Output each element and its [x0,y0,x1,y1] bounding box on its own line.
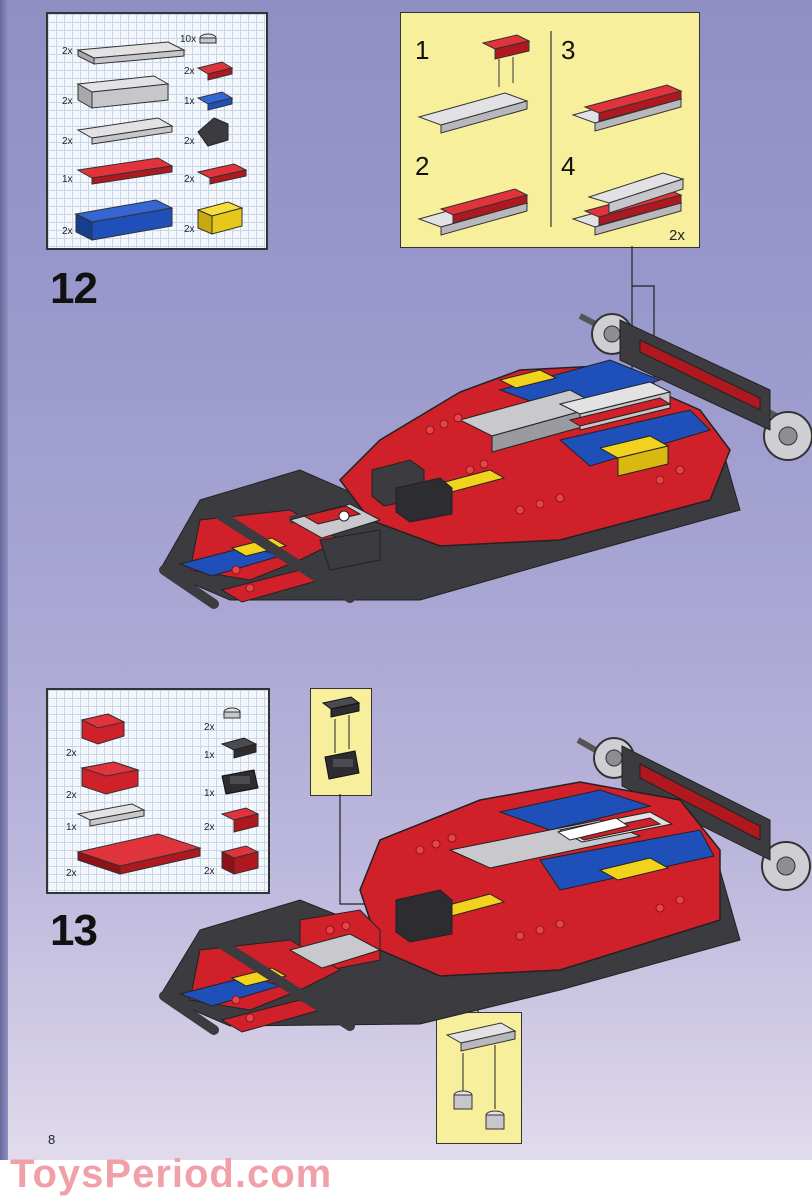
round-plate-illustration [445,1022,517,1130]
rear-axle [576,737,811,891]
brick-yellow-1x2 [196,201,244,235]
part-qty: 10x [180,34,197,45]
subassembly-callout: 1 2 3 4 2x [400,12,700,248]
plate-black-1x2 [220,737,258,759]
plate-gray-1x6 [76,117,174,145]
parts-illustration [74,33,248,241]
part-qty: 2x [204,822,215,833]
part-qty: 2x [62,96,73,107]
round-plate-callout [436,1012,522,1144]
part-qty: 2x [184,174,195,185]
wedge-red [80,761,140,795]
watermark: ToysPeriod.com [10,1152,333,1196]
subassembly-illustration [417,31,685,236]
plate-red-4x6 [76,833,202,875]
brick-red-1x2 [220,807,260,833]
part-qty: 2x [184,224,195,235]
bracket-black [221,769,259,795]
part-qty: 1x [62,174,73,185]
part-qty: 2x [66,748,77,759]
step-number: 13 [50,906,98,955]
bracket-illustration [321,696,361,780]
brick-gray-1x4 [76,75,170,109]
round-plate-gray [223,707,241,719]
footer-bar [0,1160,812,1204]
step-number: 12 [50,264,98,313]
slope-black [197,117,229,147]
part-qty: 1x [66,822,77,833]
substep-label: 1 [415,35,430,65]
rear-axle [578,313,812,461]
part-qty: 2x [62,136,73,147]
plate-gray-1x4 [76,803,146,827]
part-qty: 2x [62,226,73,237]
brick-red-1x2 [220,845,260,875]
plate-gray-1x4 [76,41,186,65]
scan-edge [0,0,8,1160]
part-qty: 2x [62,46,73,57]
part-qty: 2x [66,868,77,879]
brick-blue-1x6 [74,199,174,241]
plate-red-1x3 [196,163,248,185]
substep-label: 4 [561,151,576,181]
plate-blue-1x2 [196,91,234,111]
wedge-red [80,713,126,745]
substep-label: 3 [561,35,576,65]
round-plate-gray [199,33,217,44]
part-qty: 1x [204,750,215,761]
plate-red-1x2 [196,61,234,81]
parts-list-step-12: 2x 2x 2x 1x 2x 10x 2x 1x 2x 2x 2x [46,12,268,250]
part-qty: 2x [66,790,77,801]
substep-label: 2 [415,151,430,181]
part-qty: 2x [204,866,215,877]
part-qty: 1x [184,96,195,107]
plate-red-1x6 [76,157,174,185]
multiplier-label: 2x [669,227,685,244]
part-qty: 1x [204,788,215,799]
part-qty: 2x [204,722,215,733]
page-number: 8 [48,1132,56,1147]
part-qty: 2x [184,136,195,147]
bracket-callout [310,688,372,796]
parts-list-step-13: 2x 2x 1x 2x 2x 1x 1x 2x 2x [46,688,270,894]
parts-illustration [76,707,260,875]
part-qty: 2x [184,66,195,77]
